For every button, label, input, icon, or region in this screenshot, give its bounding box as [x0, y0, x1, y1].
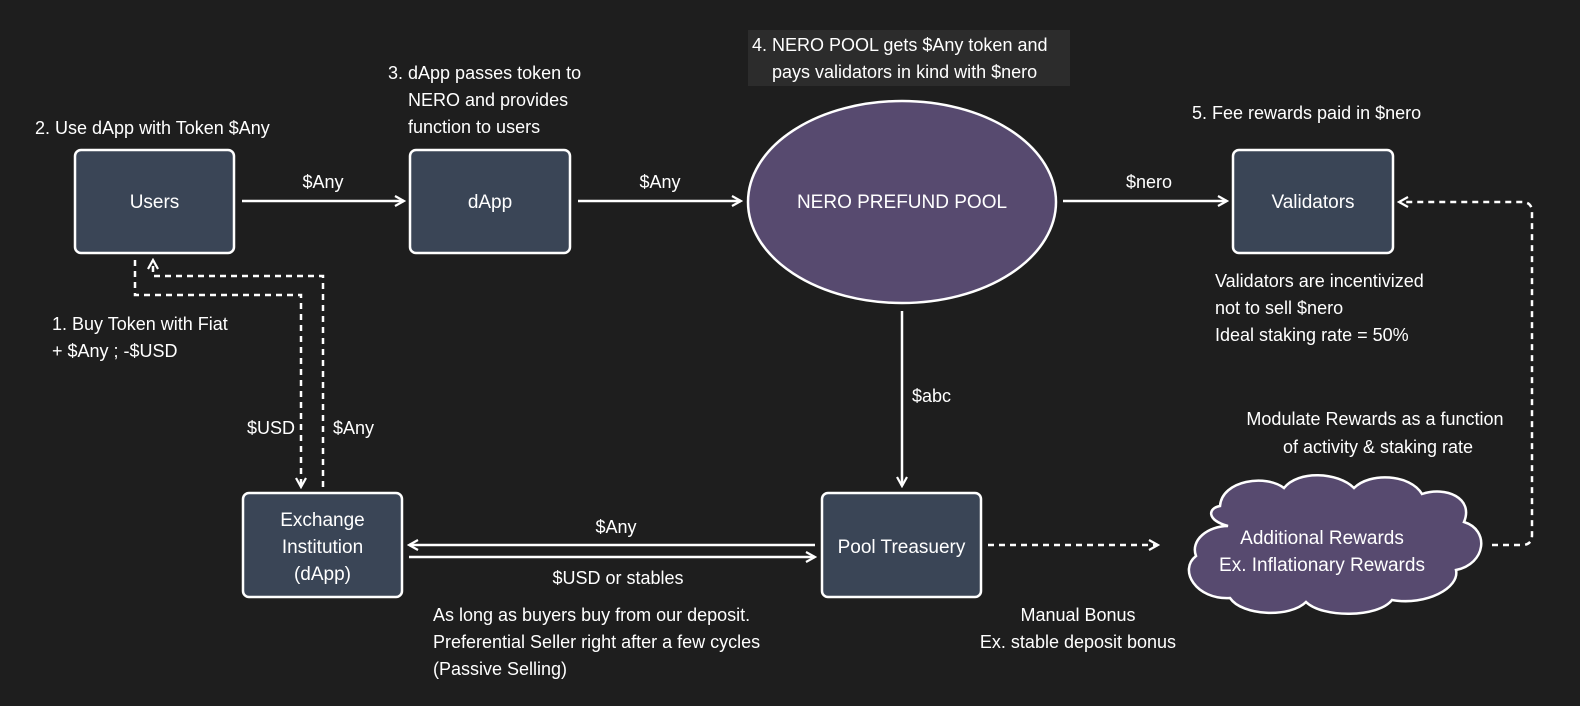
additional-rewards-cloud[interactable]: Additional Rewards Ex. Inflationary Rewa…	[1187, 474, 1483, 615]
svg-text:not to sell $nero: not to sell $nero	[1215, 298, 1343, 318]
step-4-label: 4. NERO POOL gets $Any token and pays va…	[748, 30, 1070, 86]
svg-text:Preferential Seller right afte: Preferential Seller right after a few cy…	[433, 632, 760, 652]
validators-node-label: Validators	[1271, 192, 1354, 213]
svg-text:(Passive Selling): (Passive Selling)	[433, 659, 567, 679]
step-4-highlight	[748, 30, 1070, 86]
svg-text:+ $Any ; -$USD: + $Any ; -$USD	[52, 341, 178, 361]
step-3-label: 3. dApp passes token to NERO and provide…	[388, 63, 581, 137]
edge-rewards-to-validators	[1399, 202, 1534, 547]
rewards-label-line-2: Ex. Inflationary Rewards	[1219, 555, 1425, 576]
step-1-label: 1. Buy Token with Fiat + $Any ; -$USD	[52, 314, 228, 361]
edge-pool-to-treasury-label: $abc	[912, 386, 951, 406]
pool-treasury-label: Pool Treasuery	[838, 537, 966, 558]
edge-users-to-dapp: $Any	[242, 172, 404, 201]
edge-treasury-to-exchange: $Any	[409, 517, 815, 545]
exchange-label-line-3: (dApp)	[294, 564, 351, 585]
edge-dapp-to-pool: $Any	[578, 172, 741, 201]
edge-pool-to-treasury: $abc	[902, 311, 951, 486]
exchange-label-line-1: Exchange	[280, 510, 365, 531]
edge-usd-label: $USD	[247, 418, 295, 438]
edge-exchange-to-treasury-label: $USD or stables	[552, 568, 683, 588]
svg-text:Ex. stable deposit bonus: Ex. stable deposit bonus	[980, 632, 1176, 652]
exchange-institution-node[interactable]: Exchange Institution (dApp)	[241, 491, 404, 599]
svg-text:Ideal staking rate = 50%: Ideal staking rate = 50%	[1215, 325, 1409, 345]
manual-bonus-note: Manual Bonus Ex. stable deposit bonus	[980, 605, 1176, 652]
modulate-rewards-note: Modulate Rewards as a function of activi…	[1246, 409, 1503, 457]
step-5-label: 5. Fee rewards paid in $nero	[1192, 103, 1421, 123]
svg-text:function to users: function to users	[408, 117, 540, 137]
svg-text:NERO and provides: NERO and provides	[408, 90, 568, 110]
svg-text:Validators are incentivized: Validators are incentivized	[1215, 271, 1424, 291]
dapp-node[interactable]: dApp	[408, 148, 572, 255]
edge-exchange-to-users-any: $Any	[153, 260, 374, 487]
edge-any-label: $Any	[333, 418, 374, 438]
nero-prefund-pool-node[interactable]: NERO PREFUND POOL	[746, 99, 1058, 305]
users-node[interactable]: Users	[73, 148, 236, 255]
svg-text:4. NERO POOL gets $Any token a: 4. NERO POOL gets $Any token and	[752, 35, 1048, 55]
edge-users-to-exchange-usd: $USD	[133, 260, 301, 487]
edge-treasury-to-exchange-label: $Any	[595, 517, 636, 537]
validators-node[interactable]: Validators	[1231, 148, 1395, 255]
edge-users-to-dapp-label: $Any	[302, 172, 343, 192]
exchange-label-line-2: Institution	[282, 537, 363, 558]
edge-pool-to-validators-label: $nero	[1126, 172, 1172, 192]
svg-text:1. Buy Token with Fiat: 1. Buy Token with Fiat	[52, 314, 228, 334]
svg-text:pays validators in kind with $: pays validators in kind with $nero	[772, 62, 1037, 82]
svg-text:As long as buyers buy from our: As long as buyers buy from our deposit.	[433, 605, 750, 625]
deposit-note: As long as buyers buy from our deposit. …	[433, 605, 760, 679]
svg-text:of activity & staking rate: of activity & staking rate	[1283, 437, 1473, 457]
validators-note: Validators are incentivized not to sell …	[1215, 271, 1424, 345]
svg-text:Modulate Rewards as a function: Modulate Rewards as a function	[1246, 409, 1503, 429]
nero-prefund-pool-label: NERO PREFUND POOL	[797, 192, 1007, 213]
dapp-node-label: dApp	[468, 192, 512, 213]
svg-text:3. dApp passes token to: 3. dApp passes token to	[388, 63, 581, 83]
edge-pool-to-validators: $nero	[1063, 172, 1227, 201]
edge-exchange-to-treasury: $USD or stables	[409, 557, 815, 588]
edge-dapp-to-pool-label: $Any	[639, 172, 680, 192]
rewards-label-line-1: Additional Rewards	[1240, 528, 1404, 549]
svg-text:Manual Bonus: Manual Bonus	[1020, 605, 1135, 625]
users-node-label: Users	[130, 192, 180, 213]
pool-treasury-node[interactable]: Pool Treasuery	[820, 491, 983, 599]
step-2-label: 2. Use dApp with Token $Any	[35, 118, 270, 138]
